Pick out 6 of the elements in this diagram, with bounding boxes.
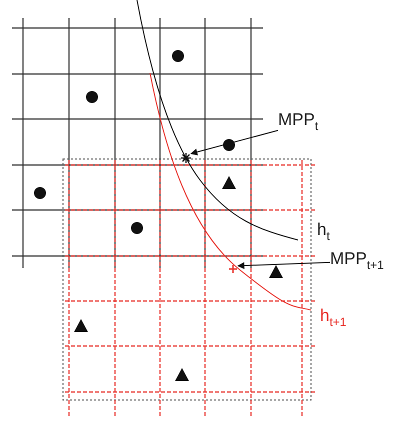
curve-label: h$_{t}$ (317, 220, 330, 245)
arrow (237, 262, 330, 270)
arrow (190, 130, 278, 156)
point-label: MPP$_{t+1}$ (330, 249, 384, 275)
curve-label: h$_{t+1}$ (320, 306, 346, 331)
point-label: MPP$_{t}$ (278, 110, 318, 136)
